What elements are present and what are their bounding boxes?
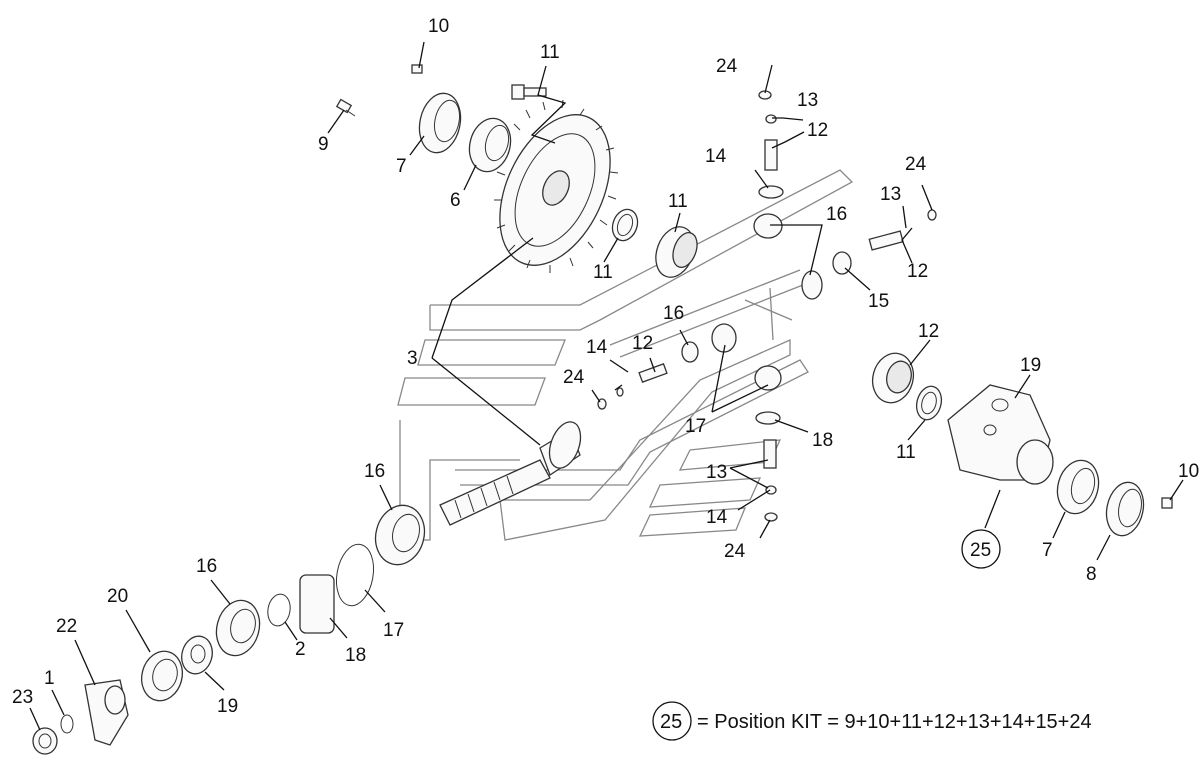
callout-5-top: 7 [396, 156, 407, 177]
callout-7-right: 10 [1178, 461, 1199, 482]
callout-12-right: 13 [880, 184, 901, 205]
callout-4-right: 7 [1042, 540, 1053, 561]
callout-14-center: 17 [685, 416, 706, 437]
callout-16-upper: 16 [364, 461, 385, 482]
callout-6: 9 [318, 134, 329, 155]
callout-3: 3 [407, 348, 418, 369]
callout-2: 2 [295, 639, 306, 660]
side-gear-10-right [871, 352, 915, 404]
drive-pinion-3 [439, 421, 582, 526]
callout-5-right: 8 [1086, 564, 1097, 585]
callout-12-center: 14 [586, 337, 608, 358]
bearing-cone-4-top [468, 117, 512, 173]
callout-13-top: 14 [705, 146, 727, 167]
callout-18: 18 [345, 645, 366, 666]
spider-pin-11-top [753, 90, 784, 239]
callout-22: 22 [56, 616, 77, 637]
callout-20: 20 [107, 586, 128, 607]
callout-24-lower: 24 [724, 541, 746, 562]
callout-1: 1 [44, 668, 55, 689]
callout-11-lower: 13 [706, 462, 727, 483]
adjusting-nut-5-right [1105, 481, 1145, 537]
callout-10-right: 12 [918, 321, 939, 342]
spacer-sleeve-18 [299, 574, 335, 634]
seal-20 [140, 650, 184, 702]
callout-23: 23 [12, 687, 33, 708]
thrust-washer-9-right [915, 385, 943, 421]
callout-17: 17 [383, 620, 404, 641]
part-number-callouts: 10 11 9 7 6 11 11 24 13 12 14 16 24 13 1… [12, 16, 1199, 717]
bearing-cone-4-right [1056, 459, 1100, 515]
callout-13-right: 15 [868, 291, 889, 312]
callout-19: 19 [217, 696, 238, 717]
ring-gear [494, 99, 619, 273]
nut-23 [32, 727, 58, 755]
callout-9-left: 11 [593, 262, 613, 283]
shim-ring-17 [335, 543, 375, 607]
adjusting-nut-5-top [418, 92, 462, 154]
bolt-8 [511, 84, 547, 100]
callout-16-lower: 16 [196, 556, 217, 577]
yoke-flange-22 [84, 679, 129, 746]
callout-14-right: 18 [812, 430, 833, 451]
callout-7-top: 10 [428, 16, 449, 37]
callout-11-right: 12 [907, 261, 928, 282]
callout-4-top: 6 [450, 190, 461, 211]
callout-10-left: 11 [668, 191, 688, 212]
spider-parts-center [597, 323, 782, 522]
differential-case-15 [947, 384, 1054, 485]
legend-kit-number: 25 [660, 711, 682, 733]
callout-14-top: 16 [826, 204, 847, 225]
bearing-cone-16-upper [374, 504, 426, 566]
callout-11-top: 12 [807, 120, 828, 141]
thrust-washer-9-left [611, 208, 639, 242]
callout-15: 19 [1020, 355, 1041, 376]
nut-19 [181, 635, 213, 675]
bolt-7-top [411, 64, 423, 74]
callout-25: 25 [970, 540, 991, 561]
shim-ring-2 [267, 593, 291, 627]
o-ring-1 [60, 714, 74, 734]
legend-kit-text: = Position KIT = 9+10+11+12+13+14+15+24 [697, 711, 1092, 733]
callout-12-lower: 14 [706, 507, 728, 528]
spider-pin-11-right [801, 209, 937, 300]
bearing-cone-16-lower [215, 599, 261, 657]
assembly-guide-frames [397, 169, 854, 541]
kit-callout-25: 25 [961, 529, 1001, 569]
callout-13-center: 16 [663, 303, 684, 324]
callout-9-right: 11 [896, 442, 916, 463]
callout-12-top: 13 [797, 90, 818, 111]
callout-11-center: 12 [632, 333, 653, 354]
bolt-7-right [1161, 497, 1173, 509]
callout-24-center: 24 [563, 367, 585, 388]
side-gear-10-left [655, 226, 698, 278]
callout-8: 11 [540, 42, 560, 63]
bolt-6 [335, 98, 356, 117]
kit-legend: 25 = Position KIT = 9+10+11+12+13+14+15+… [652, 701, 1092, 741]
callout-24-right: 24 [905, 154, 927, 175]
leader-lines [29, 41, 1184, 731]
callout-24-top: 24 [716, 56, 738, 77]
